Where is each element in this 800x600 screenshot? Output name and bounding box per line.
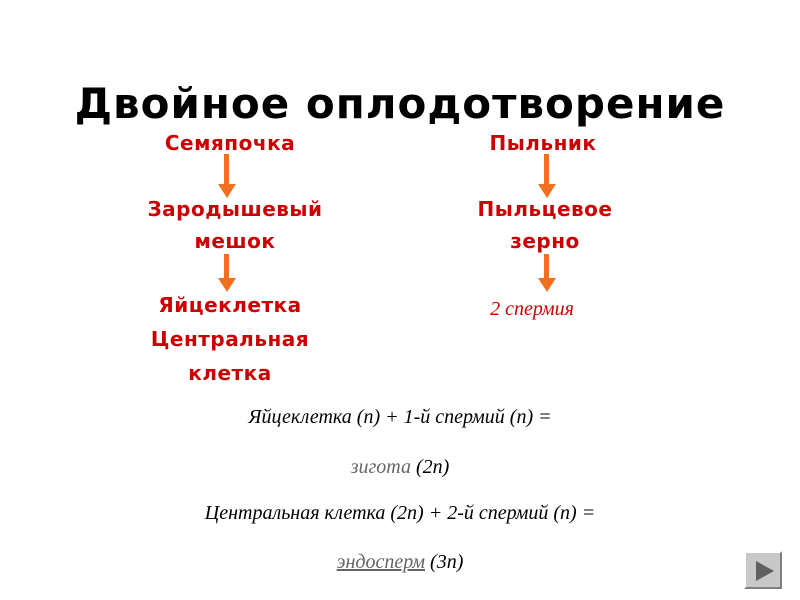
- egg-cell-label: Яйцеклетка: [158, 293, 302, 317]
- pollen-grain-label-line2: зерно: [510, 229, 580, 253]
- embryo-sac-label-line1: Зародышевый: [147, 197, 323, 221]
- ovule-label: Семяпочка: [164, 131, 296, 155]
- pollen-grain-label-line1: Пыльцевое: [477, 197, 613, 221]
- result-zygote: зигота (2n): [0, 454, 800, 480]
- arrow-shaft: [544, 254, 549, 280]
- two-sperm-label: 2 спермия: [490, 298, 574, 320]
- arrow-shaft: [224, 254, 229, 280]
- arrow-down-icon: [538, 278, 556, 292]
- equation-egg: Яйцеклетка (n) + 1-й спермий (n) =: [248, 406, 552, 428]
- endosperm-ploidy: (3n): [425, 551, 464, 573]
- central-cell-label-line1: Центральная: [150, 327, 310, 351]
- play-triangle-icon: [756, 561, 774, 581]
- result-endosperm: эндосперм (3n): [0, 549, 800, 575]
- central-cell-label-line2: клетка: [188, 361, 272, 385]
- equation-central-cell: Центральная клетка (2n) + 2-й спермий (n…: [204, 502, 596, 524]
- arrow-shaft: [544, 154, 549, 186]
- embryo-sac-label-line2: мешок: [194, 229, 276, 253]
- zygote-word: зигота: [350, 456, 411, 478]
- zygote-ploidy: (2n): [410, 456, 450, 478]
- page-title: Двойное оплодотворение: [74, 79, 726, 128]
- arrow-down-icon: [218, 278, 236, 292]
- endosperm-link[interactable]: эндосперм: [336, 551, 426, 573]
- next-slide-button[interactable]: [744, 551, 782, 589]
- arrow-shaft: [224, 154, 229, 186]
- arrow-down-icon: [538, 184, 556, 198]
- anther-label: Пыльник: [489, 131, 597, 155]
- arrow-down-icon: [218, 184, 236, 198]
